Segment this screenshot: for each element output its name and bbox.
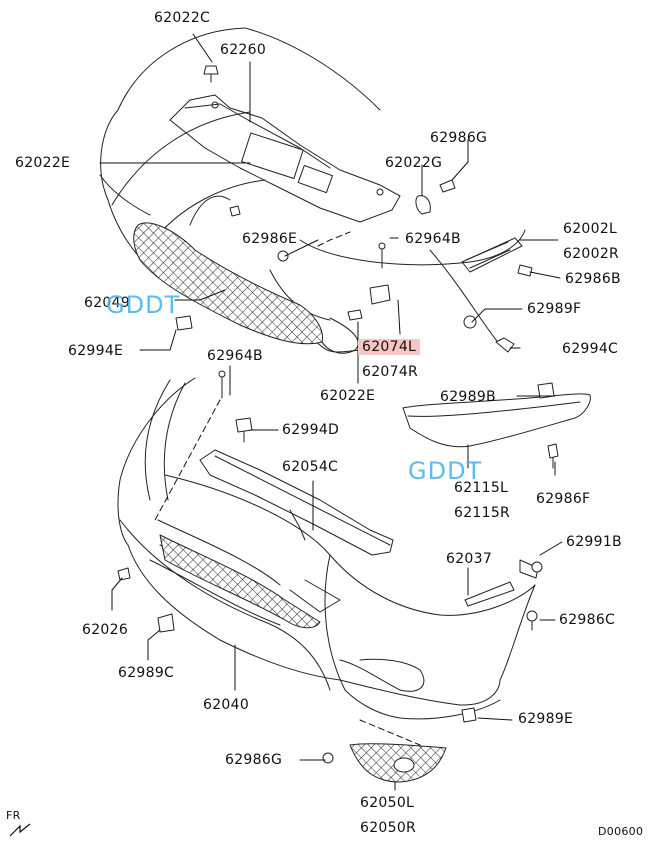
part-label-62037: 62037 — [446, 551, 493, 567]
drawing-code: D00600 — [598, 825, 644, 838]
part-label-62022c: 62022C — [154, 10, 211, 26]
part-label-62964b-upper: 62964B — [405, 231, 461, 247]
part-label-62986c: 62986C — [559, 612, 616, 628]
leader-lines — [99, 33, 563, 791]
part-label-62994e: 62994E — [68, 343, 124, 359]
bumper-reinforcement-62054C — [199, 449, 394, 556]
part-label-62989b: 62989B — [440, 389, 496, 405]
part-label-62040: 62040 — [203, 697, 250, 713]
front-arrow-icon — [9, 823, 31, 837]
part-label-62986f: 62986F — [536, 491, 591, 507]
watermark-upper: GDDT — [106, 291, 181, 319]
part-label-62989f: 62989F — [527, 301, 582, 317]
upper-fasteners — [175, 65, 533, 353]
part-label-62989e: 62989E — [518, 711, 574, 727]
part-label-62002l: 62002L — [563, 221, 618, 237]
part-label-62986g-top: 62986G — [430, 130, 488, 146]
side-bracket-62002 — [461, 237, 523, 273]
radiator-support-bracket-62260 — [169, 94, 401, 223]
part-label-62050l: 62050L — [360, 795, 415, 811]
part-label-62074l-highlighted: 62074L — [358, 339, 421, 355]
part-label-62022e-mid: 62022E — [320, 388, 376, 404]
part-label-62989c: 62989C — [118, 665, 175, 681]
part-label-62074r: 62074R — [362, 364, 419, 380]
part-label-62260: 62260 — [220, 42, 267, 58]
part-label-62986b: 62986B — [565, 271, 621, 287]
fog-lamp-cover-62050 — [349, 743, 447, 783]
upper-bumper-cover — [99, 27, 526, 354]
molding-62115 — [402, 393, 591, 448]
part-label-62964b-lower: 62964B — [207, 348, 263, 364]
upper-grille — [133, 222, 324, 345]
part-label-62986e: 62986E — [242, 231, 298, 247]
part-label-62002r: 62002R — [563, 246, 620, 262]
part-label-62994d: 62994D — [282, 422, 340, 438]
part-label-62115r: 62115R — [454, 505, 511, 521]
front-direction-label: FR — [6, 809, 21, 822]
watermark-lower: GDDT — [408, 457, 483, 485]
part-label-62991b: 62991B — [566, 534, 622, 550]
lower-fasteners — [117, 370, 559, 764]
part-label-62026: 62026 — [82, 622, 129, 638]
part-label-62115l: 62115L — [454, 480, 509, 496]
part-label-62049: 62049 — [84, 295, 131, 311]
part-label-62022e-top: 62022E — [15, 155, 71, 171]
part-label-62054c: 62054C — [282, 459, 339, 475]
part-label-62986g-bottom: 62986G — [225, 752, 283, 768]
part-label-62994c: 62994C — [562, 341, 619, 357]
part-label-62050r: 62050R — [360, 820, 417, 836]
part-label-62022g: 62022G — [385, 155, 443, 171]
lower-grille-62040 — [159, 534, 321, 629]
